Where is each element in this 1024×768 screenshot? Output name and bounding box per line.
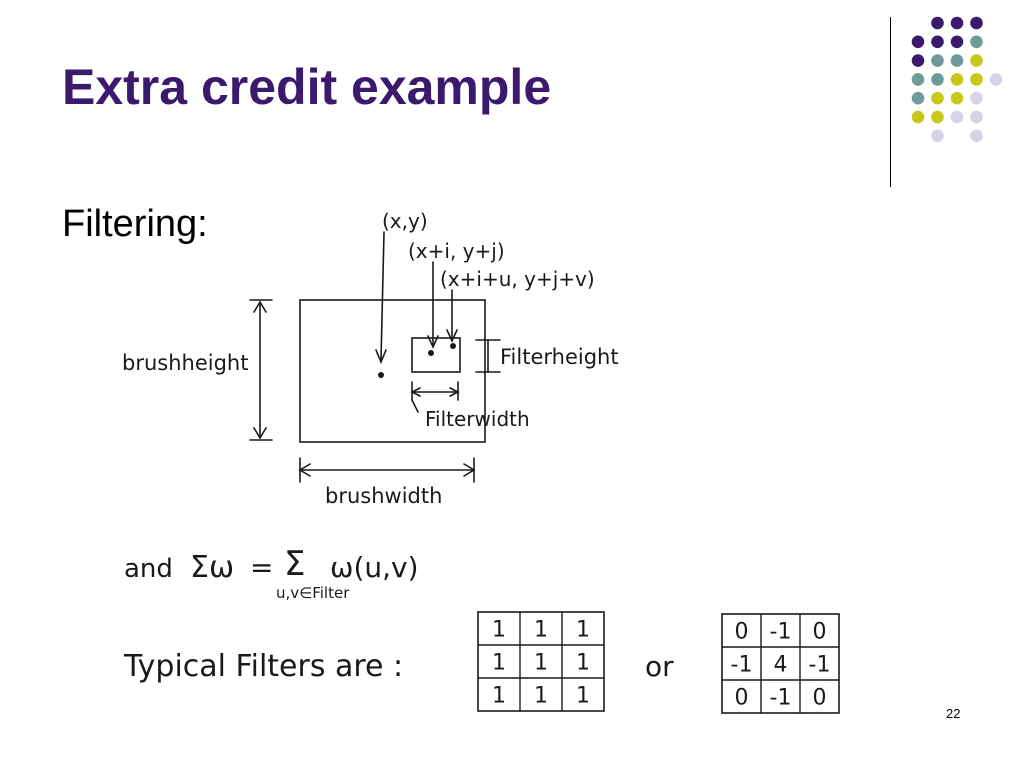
laplacian-filter-cell: -1 xyxy=(809,653,831,678)
decorative-dot xyxy=(911,54,925,67)
laplacian-filter-cell: 0 xyxy=(735,686,749,711)
decorative-dot xyxy=(950,16,964,30)
decorative-dot xyxy=(970,16,983,30)
box-filter-border xyxy=(477,611,605,712)
decorative-dot-cluster xyxy=(911,16,1003,143)
point-xy-dot xyxy=(378,372,384,378)
box-filter-cell: 1 xyxy=(534,684,548,709)
decorative-dot xyxy=(931,91,944,105)
filter-rectangle xyxy=(411,337,461,373)
label-filterwidth: Filterwidth xyxy=(425,407,530,431)
decorative-dot xyxy=(911,73,925,86)
pointer-xy xyxy=(380,231,385,361)
title-divider-line xyxy=(890,17,891,187)
laplacian-filter-border xyxy=(721,613,840,714)
decorative-dot xyxy=(950,54,964,67)
page-number: 22 xyxy=(946,706,961,721)
formula-sum: Σ xyxy=(284,544,305,584)
decorative-dot xyxy=(911,35,925,49)
laplacian-filter-cell: 0 xyxy=(813,686,827,711)
formula-lhs: Σω xyxy=(190,550,234,585)
decorative-dot xyxy=(970,73,983,86)
box-filter-cell: 1 xyxy=(576,651,590,676)
box-filter-cell: 1 xyxy=(576,684,590,709)
point-xi-yj-dot xyxy=(428,350,434,356)
box-filter-cell: 1 xyxy=(492,684,506,709)
brush-rectangle xyxy=(299,299,486,443)
label-point-xy: (x,y) xyxy=(382,209,428,233)
decorative-dot xyxy=(950,35,964,49)
box-filter-cell: 1 xyxy=(534,618,548,643)
laplacian-filter-cell: 0 xyxy=(813,620,827,645)
decorative-dot xyxy=(911,110,925,124)
decorative-dot xyxy=(950,91,964,105)
typical-filters-label: Typical Filters are : xyxy=(123,649,403,684)
formula-rhs: ω(u,v) xyxy=(330,551,419,584)
label-brushheight: brushheight xyxy=(122,351,248,375)
laplacian-filter-cell: -1 xyxy=(770,620,792,645)
decorative-dot xyxy=(931,54,944,67)
section-subtitle: Filtering: xyxy=(62,203,208,245)
formula-prefix: and xyxy=(124,554,173,584)
laplacian-filter-cell: -1 xyxy=(770,686,792,711)
laplacian-filter-cell: -1 xyxy=(731,653,753,678)
decorative-dot xyxy=(970,129,983,143)
laplacian-filter-cell: 0 xyxy=(735,620,749,645)
decorative-dot xyxy=(989,73,1003,86)
laplacian-filter-cell: 4 xyxy=(774,653,788,678)
decorative-dot xyxy=(970,35,983,49)
box-filter-cell: 1 xyxy=(576,618,590,643)
decorative-dot xyxy=(931,35,944,49)
label-brushwidth: brushwidth xyxy=(325,484,442,508)
decorative-dot xyxy=(950,110,964,124)
laplacian-filter-grid: 0 -1 0 -1 4 -1 0 -1 0 xyxy=(721,613,840,714)
formula-subscript: u,v∈Filter xyxy=(276,584,350,602)
decorative-dot xyxy=(950,73,964,86)
label-point-xi-yj: (x+i, y+j) xyxy=(408,239,505,263)
box-filter-cell: 1 xyxy=(492,618,506,643)
box-filter-cell: 1 xyxy=(492,651,506,676)
decorative-dot xyxy=(970,54,983,67)
or-label: or xyxy=(645,650,674,683)
page-title: Extra credit example xyxy=(62,59,552,115)
formula-equals: = xyxy=(250,551,273,584)
point-xiu-yjv-dot xyxy=(450,343,456,349)
decorative-dot xyxy=(931,110,944,124)
decorative-dot xyxy=(931,129,944,143)
decorative-dot xyxy=(931,16,944,30)
decorative-dot xyxy=(970,91,983,105)
label-point-xiu-yjv: (x+i+u, y+j+v) xyxy=(440,267,595,291)
decorative-dot xyxy=(911,91,925,105)
box-filter-cell: 1 xyxy=(534,651,548,676)
box-filter-grid: 1 1 1 1 1 1 1 1 1 xyxy=(477,611,605,712)
label-filterheight: Filterheight xyxy=(500,345,619,369)
decorative-dot xyxy=(931,73,944,86)
decorative-dot xyxy=(970,110,983,124)
